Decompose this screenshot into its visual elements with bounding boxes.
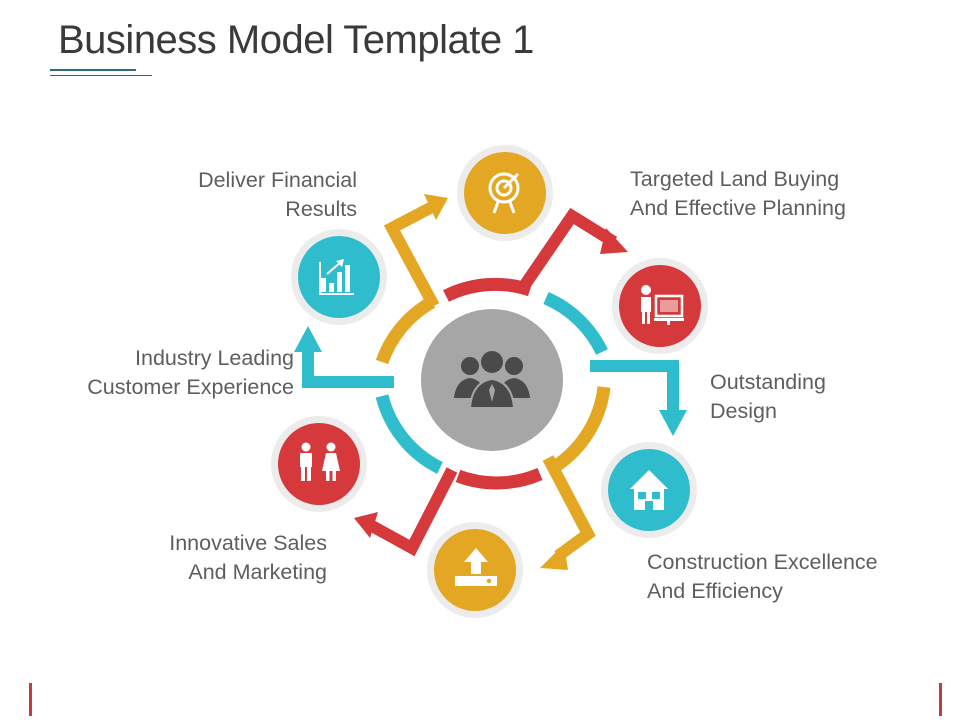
label-line: Customer Experience	[87, 375, 294, 399]
title-underline-thin	[50, 75, 152, 76]
label-line: And Marketing	[188, 560, 327, 584]
right-edge-marker	[939, 683, 942, 716]
title-underline	[50, 69, 136, 71]
label-line: Construction Excellence	[647, 550, 878, 574]
label-construction-excellence: Construction Excellence And Efficiency	[647, 548, 947, 606]
label-line: Design	[710, 399, 777, 423]
label-targeted-land-buying: Targeted Land Buying And Effective Plann…	[630, 165, 930, 223]
arrowhead-red-topright	[600, 228, 628, 254]
left-edge-marker	[29, 683, 32, 716]
node-target	[457, 145, 553, 241]
arrow-yellow-bottomright	[542, 455, 596, 561]
target-icon	[488, 172, 520, 214]
node-house	[601, 442, 697, 538]
label-line: Deliver Financial	[198, 168, 357, 192]
label-deliver-financial-results: Deliver Financial Results	[150, 166, 357, 224]
label-industry-leading: Industry Leading Customer Experience	[40, 344, 294, 402]
label-line: Targeted Land Buying	[630, 167, 840, 191]
label-line: Results	[285, 197, 357, 221]
arrow-red-bottomleft	[369, 467, 458, 557]
arrow-red-topright	[515, 207, 618, 296]
ring-arc-teal-right	[543, 292, 608, 355]
node-upload	[427, 522, 523, 618]
label-line: Outstanding	[710, 370, 826, 394]
arrowhead-yellow-bottomright	[540, 544, 568, 570]
group-of-people-icon	[454, 349, 530, 409]
ring-arc-yellow-right	[552, 386, 611, 472]
arrowhead-red-bottomleft	[354, 512, 378, 538]
label-line: Industry Leading	[135, 346, 294, 370]
label-line: And Efficiency	[647, 579, 783, 603]
ring-arc-yellow-left	[375, 296, 436, 365]
people-icon	[300, 442, 340, 481]
label-line: And Effective Planning	[630, 196, 846, 220]
label-innovative-sales: Innovative Sales And Marketing	[100, 529, 327, 587]
ring-arc-red-bottom	[455, 467, 543, 490]
label-line: Innovative Sales	[169, 531, 327, 555]
arrow-yellow-top	[383, 201, 440, 309]
ring-arc-teal-left	[375, 394, 444, 474]
upload-icon	[455, 548, 497, 586]
house-icon	[630, 470, 668, 510]
page-title: Business Model Template 1	[58, 18, 534, 62]
node-people	[271, 416, 367, 512]
label-outstanding-design: Outstanding Design	[710, 368, 930, 426]
arrow-teal-left	[302, 350, 394, 388]
node-bar-chart	[291, 229, 387, 325]
arrowhead-yellow-top	[424, 194, 448, 220]
bar-chart-icon	[319, 259, 354, 295]
arrowhead-teal-right	[659, 410, 687, 436]
node-presenter	[612, 258, 708, 354]
presenter-icon	[641, 285, 684, 325]
arrowhead-teal-left	[294, 326, 322, 352]
arrow-teal-right	[590, 360, 679, 414]
